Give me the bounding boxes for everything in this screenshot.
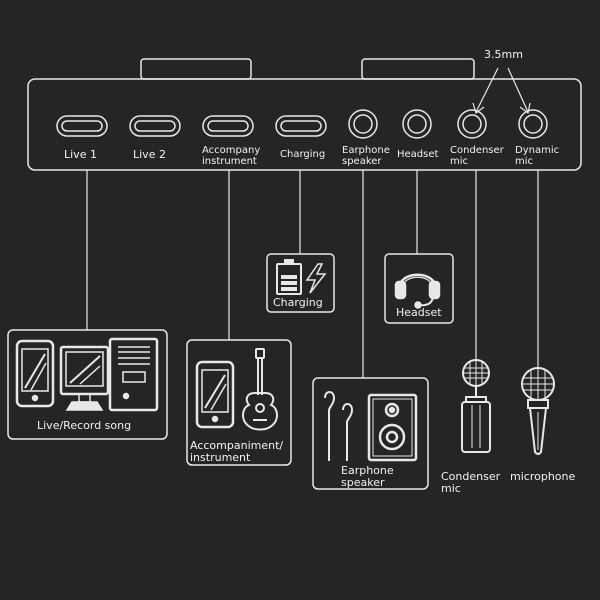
charging-box [266,253,335,313]
port-label-charging: Charging [280,149,326,160]
right-knob [361,58,475,80]
device-body [27,78,582,171]
port-dynamic [518,109,548,139]
port-condenser [457,109,487,139]
earphone-icon [324,391,354,461]
port-earphone [348,109,378,139]
device-label-charging: Charging [273,296,323,309]
left-knob [140,58,252,80]
annotation-arrows [472,67,531,115]
dynamic-mic-icon [521,367,555,455]
connector-lines [86,170,539,378]
port-label-earphone: Earphone speaker [342,145,390,167]
port-headset [402,109,432,139]
headset-box [384,253,454,324]
tower-icon [108,337,159,412]
port-label-accompany: Accompany instrument [202,145,261,167]
device-label-accompaniment: Accompaniment/ instrument [190,439,284,464]
bolt-icon [305,263,327,294]
headset-icon [394,273,441,309]
device-label-live: Live/Record song [37,419,132,432]
port-accompany [202,115,254,137]
condenser-mic-icon [461,359,491,453]
guitar-icon [242,348,278,431]
speaker-icon [367,393,418,462]
port-live1 [56,115,108,137]
phone-icon [195,360,235,429]
earphone-speaker-box [312,377,429,490]
port-charging [275,115,327,137]
device-label-earphone: Earphone speaker [341,464,394,489]
device-label-headset: Headset [396,306,442,319]
phone-icon [15,339,55,408]
size-annotation: 3.5mm [484,48,523,61]
port-label-live1: Live 1 [64,148,97,161]
device-label-dynamic: microphone [510,470,576,483]
live-record-box [7,329,168,440]
battery-icon [276,259,302,295]
port-live2 [129,115,181,137]
accompaniment-box [186,339,292,466]
device-label-condenser: Condenser mic [441,470,501,495]
port-label-headset: Headset [397,149,439,160]
port-label-live2: Live 2 [133,148,166,161]
port-label-dynamic: Dynamic mic [515,145,560,167]
monitor-icon [59,345,110,411]
port-label-condenser: Condenser mic [450,145,504,167]
